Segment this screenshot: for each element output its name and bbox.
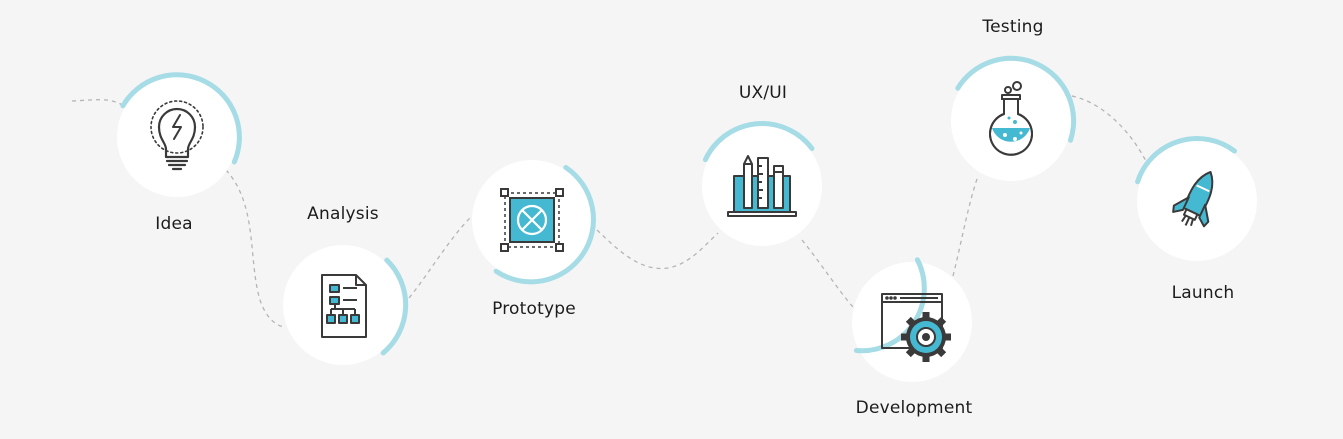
prototype-frame-icon [500, 188, 564, 252]
connector-uxui-development [801, 239, 854, 308]
connector-prototype-uxui [596, 229, 719, 270]
uxui-accent-arc [702, 121, 815, 163]
launch-accent-arc [1135, 136, 1237, 185]
step-idea [117, 72, 242, 197]
step-prototype [472, 160, 596, 285]
step-uxui [702, 121, 822, 246]
flask-icon [989, 81, 1033, 156]
step-label-launch: Launch [1171, 283, 1235, 303]
step-launch [1135, 136, 1257, 261]
prototype-accent-arc [493, 164, 596, 285]
idea-circle [117, 77, 237, 197]
step-development [852, 257, 972, 382]
step-analysis [283, 245, 409, 365]
testing-accent-arc [955, 55, 1077, 143]
analysis-circle [283, 245, 403, 365]
step-label-prototype: Prototype [492, 299, 576, 319]
connector-development-testing [952, 175, 979, 277]
step-label-development: Development [855, 398, 973, 418]
connectors [71, 94, 1149, 328]
document-flowchart-icon [321, 274, 367, 338]
connector-testing-launch [1063, 94, 1149, 166]
step-testing [951, 55, 1077, 181]
step-label-idea: Idea [155, 214, 193, 234]
step-label-uxui: UX/UI [738, 83, 788, 103]
step-label-analysis: Analysis [307, 204, 379, 224]
browser-gear-icon [881, 293, 951, 362]
connector-start [71, 99, 125, 107]
lightbulb-icon [150, 100, 204, 171]
connector-idea-analysis [225, 169, 286, 328]
idea-accent-arc [120, 72, 242, 165]
laptop-design-tools-icon [727, 155, 797, 217]
rocket-icon [1172, 170, 1214, 228]
connector-analysis-prototype [403, 217, 471, 305]
analysis-accent-arc [380, 257, 409, 356]
step-label-testing: Testing [982, 17, 1044, 37]
